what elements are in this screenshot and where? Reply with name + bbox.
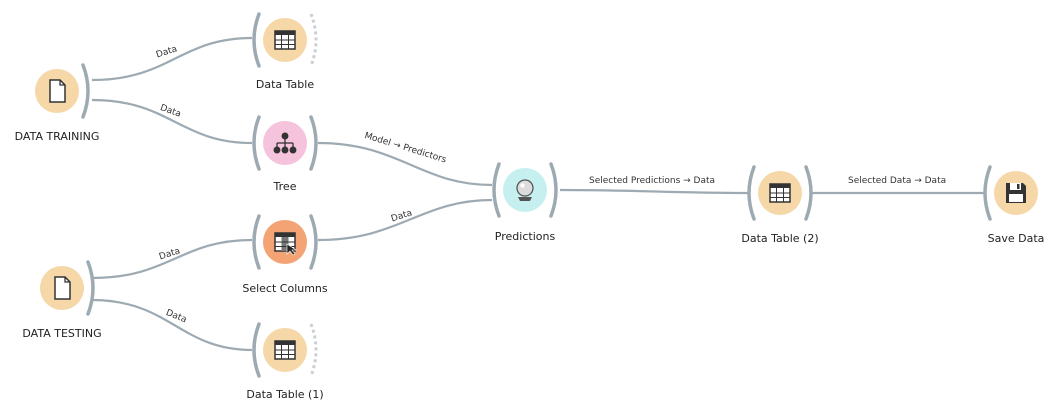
link-tree-to-predictions[interactable] [317,141,493,187]
link-training-to-data-table[interactable] [91,36,253,82]
link-testing-to-select-columns[interactable] [91,238,253,280]
node-data-table-1[interactable] [252,322,318,378]
node-tree[interactable] [252,115,318,171]
file-icon [49,79,66,103]
link-testing-to-data-table-1[interactable] [91,298,253,352]
node-data-training[interactable] [35,63,90,119]
table-icon [274,30,296,50]
select-columns-icon [274,232,297,256]
table-icon [274,340,296,360]
node-label-data-testing: DATA TESTING [22,327,102,340]
file-icon [54,276,71,300]
node-label-select-columns: Select Columns [242,282,328,295]
link-training-to-tree[interactable] [91,98,253,145]
link-select-columns-to-predictions[interactable] [317,198,493,242]
link-predictions-to-data-table-2[interactable] [559,188,749,195]
table-icon [769,183,791,203]
node-label-data-training: DATA TRAINING [14,130,100,143]
node-label-data-table-1: Data Table (1) [246,388,324,401]
node-data-table-2[interactable] [747,165,813,221]
node-data-table[interactable] [252,12,318,68]
floppy-icon [1006,183,1026,203]
link-label-predictions-to-table2: Selected Predictions → Data [589,176,716,186]
tree-icon [273,132,297,154]
node-label-predictions: Predictions [494,230,556,243]
node-label-data-table: Data Table [255,78,315,91]
node-label-save-data: Save Data [987,232,1045,245]
link-label-table2-to-save: Selected Data → Data [848,176,947,186]
node-save-data[interactable] [983,165,1038,221]
node-label-data-table-2: Data Table (2) [741,232,819,245]
node-data-testing[interactable] [40,260,95,316]
node-label-tree: Tree [273,180,297,193]
node-predictions[interactable] [492,162,558,218]
node-select-columns[interactable] [252,214,318,270]
crystal-ball-icon [516,179,534,201]
